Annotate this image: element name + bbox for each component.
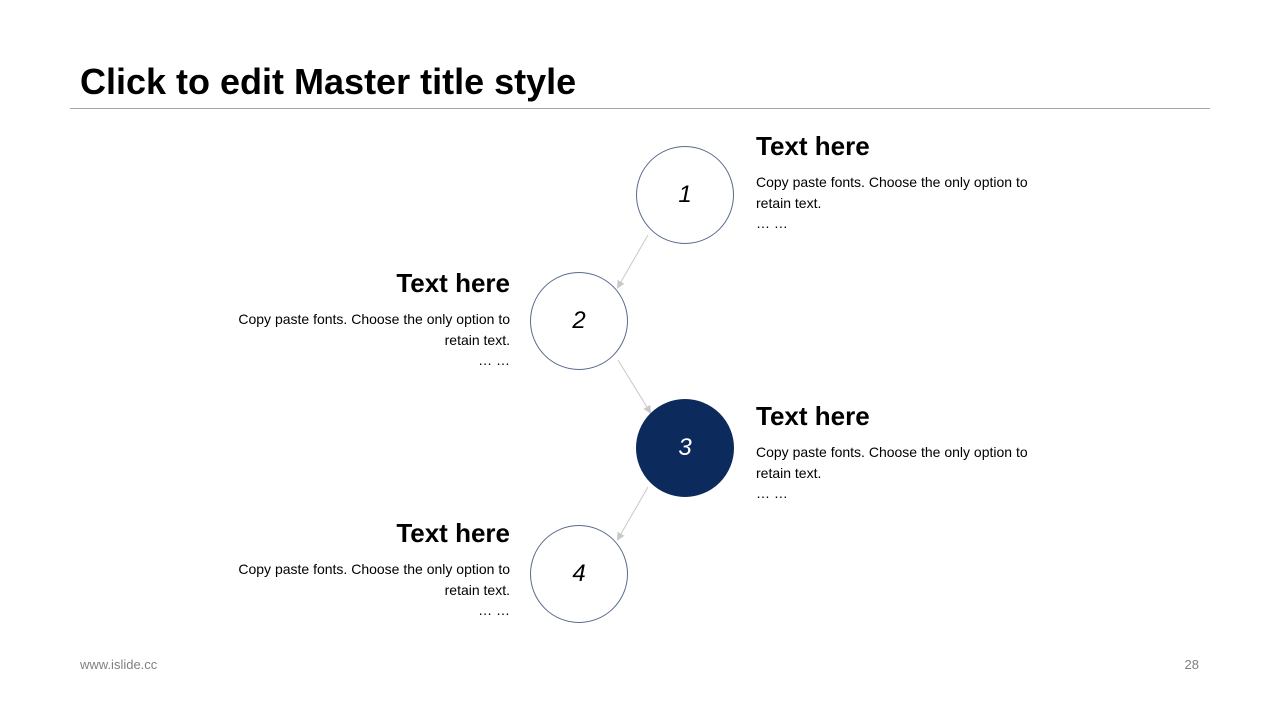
footer-url: www.islide.cc (80, 657, 158, 672)
step-number: 1 (678, 181, 692, 208)
step-heading: Text here (756, 401, 870, 431)
step-body: Copy paste fonts. Choose the only option… (756, 444, 1028, 481)
step-text-2: Text here Copy paste fonts. Choose the o… (210, 267, 510, 370)
step-circle-3: 3 (636, 399, 734, 497)
page-number: 28 (1184, 657, 1199, 672)
step-ellipsis: … … (756, 485, 788, 501)
step-circle-2: 2 (530, 272, 628, 370)
step-text-1: Text here Copy paste fonts. Choose the o… (756, 130, 1056, 233)
step-circle-1: 1 (636, 146, 734, 244)
step-body: Copy paste fonts. Choose the only option… (756, 174, 1028, 211)
step-text-4: Text here Copy paste fonts. Choose the o… (210, 517, 510, 620)
connector-3-4 (617, 486, 649, 541)
step-body: Copy paste fonts. Choose the only option… (238, 561, 510, 598)
step-ellipsis: … … (478, 602, 510, 618)
step-ellipsis: … … (478, 352, 510, 368)
connector-1-2 (617, 234, 649, 289)
step-ellipsis: … … (756, 215, 788, 231)
step-number: 3 (678, 434, 692, 461)
title-divider (70, 108, 1210, 109)
step-circle-4: 4 (530, 525, 628, 623)
step-number: 4 (572, 560, 586, 587)
slide-title: Click to edit Master title style (80, 61, 577, 102)
step-heading: Text here (756, 131, 870, 161)
step-text-3: Text here Copy paste fonts. Choose the o… (756, 400, 1056, 503)
step-heading: Text here (396, 268, 510, 298)
step-body: Copy paste fonts. Choose the only option… (238, 311, 510, 348)
step-heading: Text here (396, 518, 510, 548)
connector-2-3 (617, 359, 652, 414)
step-number: 2 (572, 307, 586, 334)
